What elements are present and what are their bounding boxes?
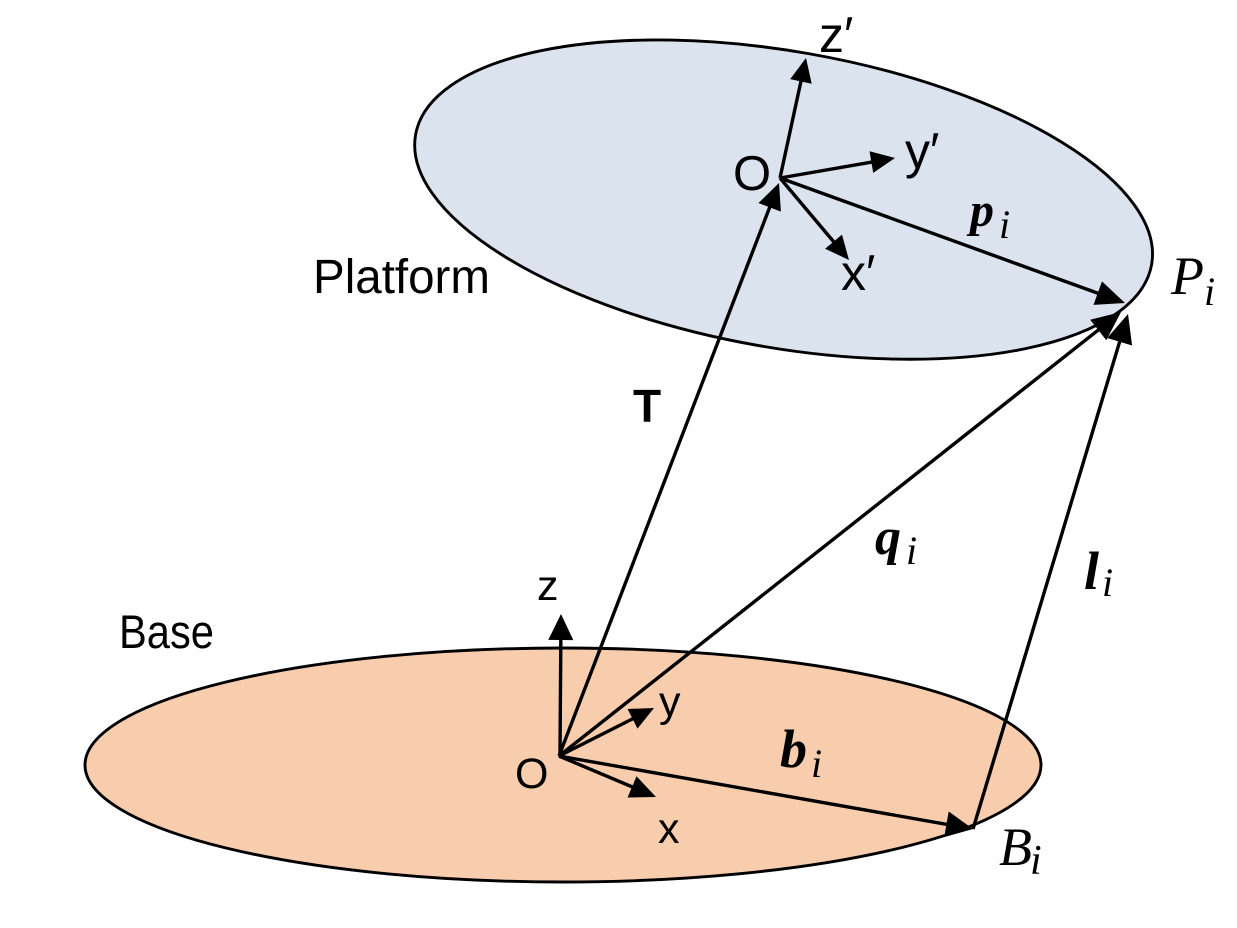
svg-text:i: i bbox=[906, 528, 917, 573]
svg-text:z: z bbox=[537, 562, 559, 610]
svg-text:i: i bbox=[1102, 560, 1113, 605]
svg-text:z′: z′ bbox=[819, 7, 853, 63]
svg-text:Base: Base bbox=[119, 605, 214, 658]
svg-text:y′: y′ bbox=[905, 123, 939, 179]
svg-text:Platform: Platform bbox=[313, 251, 490, 304]
svg-text:P: P bbox=[1170, 246, 1204, 306]
svg-text:i: i bbox=[1204, 269, 1215, 314]
svg-text:p: p bbox=[966, 184, 994, 237]
svg-text:T: T bbox=[633, 380, 661, 432]
svg-text:q: q bbox=[875, 509, 901, 566]
svg-text:i: i bbox=[999, 202, 1010, 247]
svg-text:O: O bbox=[515, 750, 548, 798]
svg-text:O: O bbox=[733, 147, 771, 201]
svg-text:x′: x′ bbox=[841, 245, 875, 301]
svg-text:B: B bbox=[999, 817, 1032, 877]
svg-text:i: i bbox=[1030, 838, 1042, 884]
svg-text:x: x bbox=[658, 805, 680, 853]
svg-text:y: y bbox=[659, 678, 681, 726]
svg-text:b: b bbox=[780, 719, 807, 779]
svg-text:l: l bbox=[1084, 541, 1099, 601]
svg-text:i: i bbox=[811, 741, 822, 786]
